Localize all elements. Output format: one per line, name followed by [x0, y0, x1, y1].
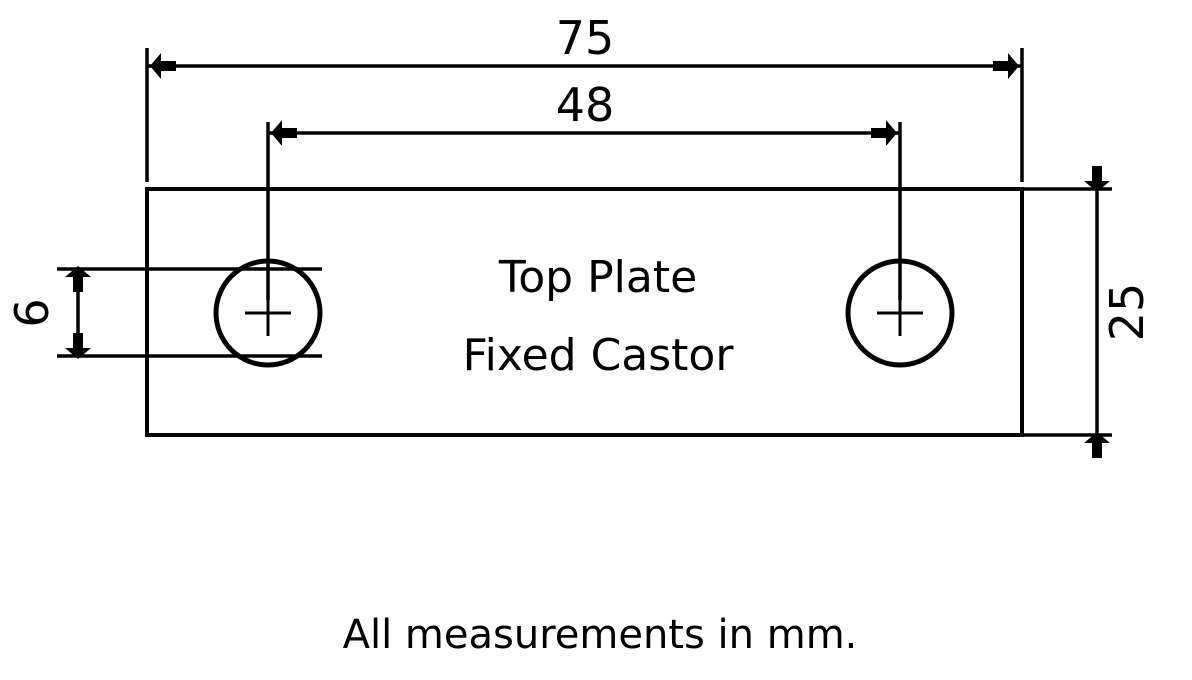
arrowhead-48-left [271, 120, 297, 146]
arrowhead-75-right [993, 53, 1019, 79]
dimension-overall-width: 75 [145, 11, 1024, 182]
arrowhead-48-right [871, 120, 897, 146]
dimension-overall-height: 25 [1015, 166, 1154, 458]
dimension-label-6: 6 [5, 298, 59, 327]
units-caption: All measurements in mm. [343, 612, 858, 658]
dimension-hole-inset: 6 [5, 266, 322, 359]
dimension-label-25: 25 [1100, 283, 1154, 342]
part-label: Top Plate Fixed Castor [463, 252, 735, 381]
arrowhead-75-left [150, 53, 176, 79]
part-label-line-2: Fixed Castor [463, 330, 735, 381]
dimension-label-75: 75 [556, 11, 615, 65]
plate-outline [145, 187, 1024, 437]
part-label-line-1: Top Plate [498, 252, 697, 303]
dimension-label-48: 48 [556, 78, 615, 132]
